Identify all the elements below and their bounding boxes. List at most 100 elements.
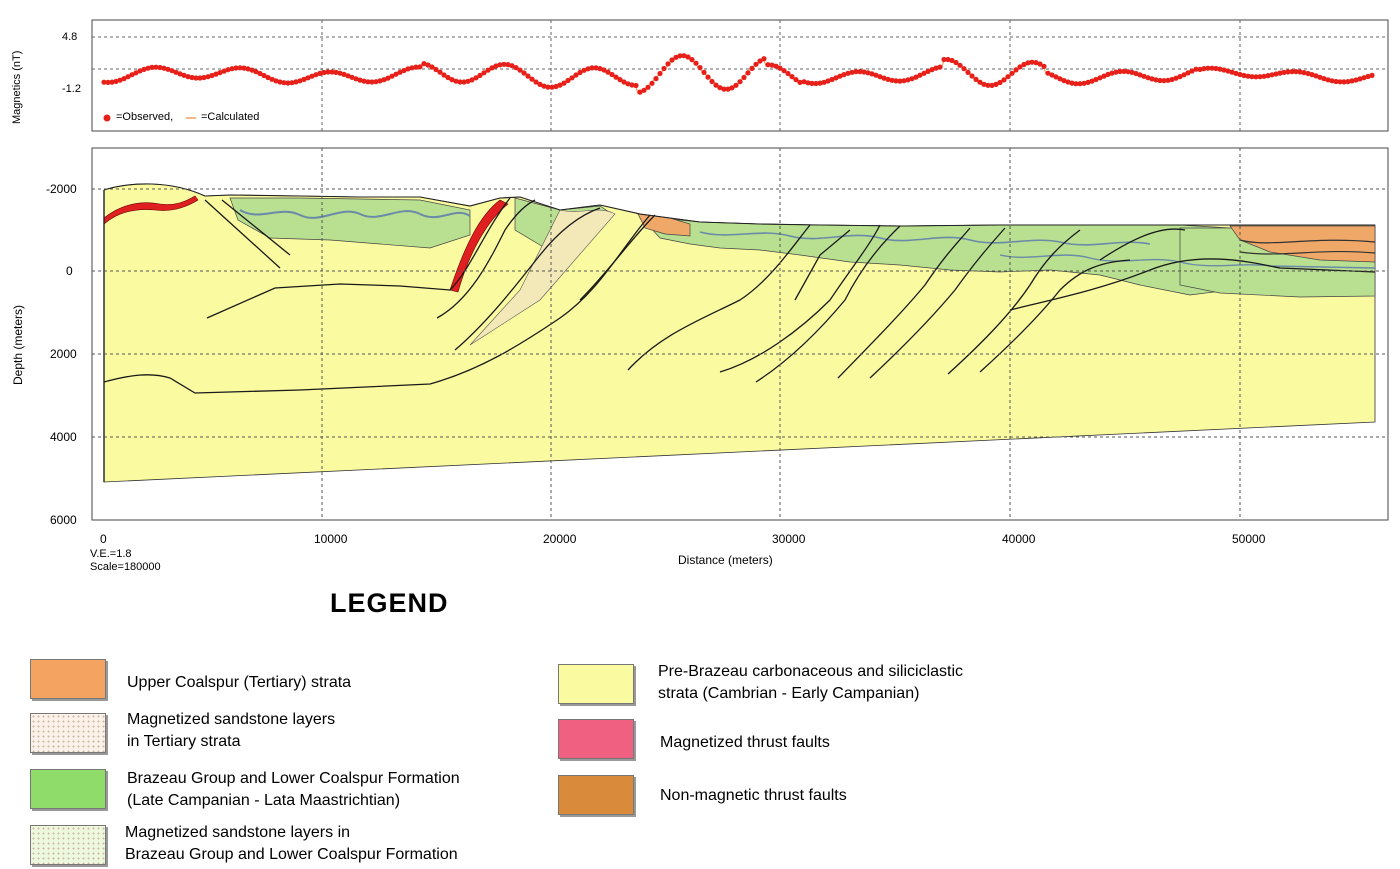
observed-point	[697, 65, 703, 71]
observed-point	[257, 70, 263, 77]
observed-point	[673, 54, 679, 60]
observed-point	[677, 53, 683, 59]
observed-point	[1349, 78, 1355, 84]
observed-point	[317, 70, 323, 76]
observed-point	[1213, 65, 1219, 72]
observed-point	[825, 78, 831, 84]
distance-xtick: 30000	[772, 532, 806, 546]
thrust-fault-line	[204, 199, 281, 269]
distance-xtick: 10000	[314, 532, 348, 546]
observed-point	[849, 69, 855, 75]
observed-point	[329, 69, 335, 75]
magnetics-panel: 4.8 -1.2 Magnetics (nT) =Observed, =Calc…	[11, 19, 1389, 132]
legend-swatch	[558, 775, 634, 815]
observed-point	[605, 69, 611, 75]
observed-point	[449, 77, 455, 83]
thrust-fault-line	[1009, 258, 1376, 311]
observed-point	[1161, 78, 1167, 84]
observed-point	[509, 63, 515, 69]
observed-point	[557, 82, 563, 88]
observed-point	[1365, 73, 1371, 80]
observed-point	[305, 75, 311, 81]
observed-point	[657, 70, 663, 77]
observed-point	[613, 74, 619, 80]
observed-point	[885, 76, 891, 82]
observed-point	[353, 76, 359, 82]
observed-point	[301, 76, 307, 82]
observed-point	[873, 72, 879, 78]
observed-point	[1353, 77, 1359, 83]
observed-point	[705, 74, 711, 80]
observed-point	[493, 63, 499, 69]
observed-point	[105, 79, 111, 85]
legend-label: Magnetized sandstone layers in Brazeau G…	[125, 822, 458, 866]
observed-point	[621, 79, 627, 85]
observed-point	[1181, 72, 1187, 78]
observed-point	[817, 80, 823, 86]
observed-point	[417, 64, 423, 70]
observed-point	[1229, 69, 1235, 75]
observed-point	[713, 82, 719, 88]
observed-point	[285, 80, 291, 86]
observed-point	[821, 79, 827, 85]
observed-point	[441, 72, 447, 78]
observed-point	[1253, 74, 1259, 80]
observed-point	[469, 77, 475, 83]
observed-point	[425, 62, 431, 68]
observed-point	[553, 83, 559, 90]
observed-point	[1189, 68, 1195, 74]
legend-swatch	[30, 659, 106, 699]
observed-point	[789, 74, 795, 80]
observed-point	[169, 68, 175, 74]
observed-point	[781, 68, 787, 74]
observed-point	[961, 66, 967, 72]
observed-point	[1321, 76, 1327, 82]
legend-line: Non-magnetic thrust faults	[660, 787, 847, 804]
thrust-fault-line	[579, 214, 656, 301]
observed-point	[721, 86, 727, 92]
observed-point	[325, 69, 331, 75]
observed-point	[589, 65, 595, 71]
observed-point	[1257, 74, 1263, 80]
topographic-surface	[103, 183, 1375, 227]
legend-line: Magnetized thrust faults	[660, 734, 830, 751]
observed-point	[1013, 67, 1019, 73]
observed-point	[529, 76, 535, 82]
observed-point	[245, 66, 251, 72]
depth-ylabel: Depth (meters)	[11, 305, 25, 385]
thrust-fault-line	[837, 227, 971, 379]
observed-point	[665, 61, 671, 67]
observed-point	[413, 64, 419, 70]
observed-point	[641, 87, 647, 93]
legend-label: Brazeau Group and Lower Coalspur Formati…	[127, 768, 460, 812]
legend-label: Pre-Brazeau carbonaceous and siliciclast…	[658, 661, 963, 705]
observed-point	[1041, 63, 1047, 69]
legend-label: Upper Coalspur (Tertiary) strata	[127, 672, 351, 694]
observed-point	[809, 80, 815, 86]
observed-point	[1309, 72, 1315, 78]
observed-point	[453, 78, 459, 84]
observed-point	[1237, 71, 1243, 78]
observed-point	[649, 80, 655, 86]
observed-point	[1117, 68, 1123, 75]
legend-title: LEGEND	[330, 588, 449, 618]
observed-point	[565, 77, 571, 84]
observed-point	[1301, 70, 1307, 76]
observed-point	[629, 82, 635, 88]
distance-xtick: 0	[100, 532, 107, 546]
observed-point	[233, 65, 239, 71]
observed-point	[661, 65, 667, 72]
observed-point	[457, 79, 463, 85]
observed-point	[261, 72, 267, 79]
observed-point	[333, 69, 339, 75]
observed-point	[1225, 68, 1231, 74]
legend-line: Brazeau Group and Lower Coalspur Formati…	[125, 846, 458, 863]
observed-point	[861, 69, 867, 75]
observed-point	[617, 77, 623, 83]
observed-point	[481, 70, 487, 76]
observed-point	[461, 79, 467, 85]
observed-point	[1077, 81, 1083, 87]
observed-point	[1277, 70, 1283, 76]
distance-xtick: 50000	[1232, 532, 1266, 546]
observed-point	[933, 65, 939, 71]
